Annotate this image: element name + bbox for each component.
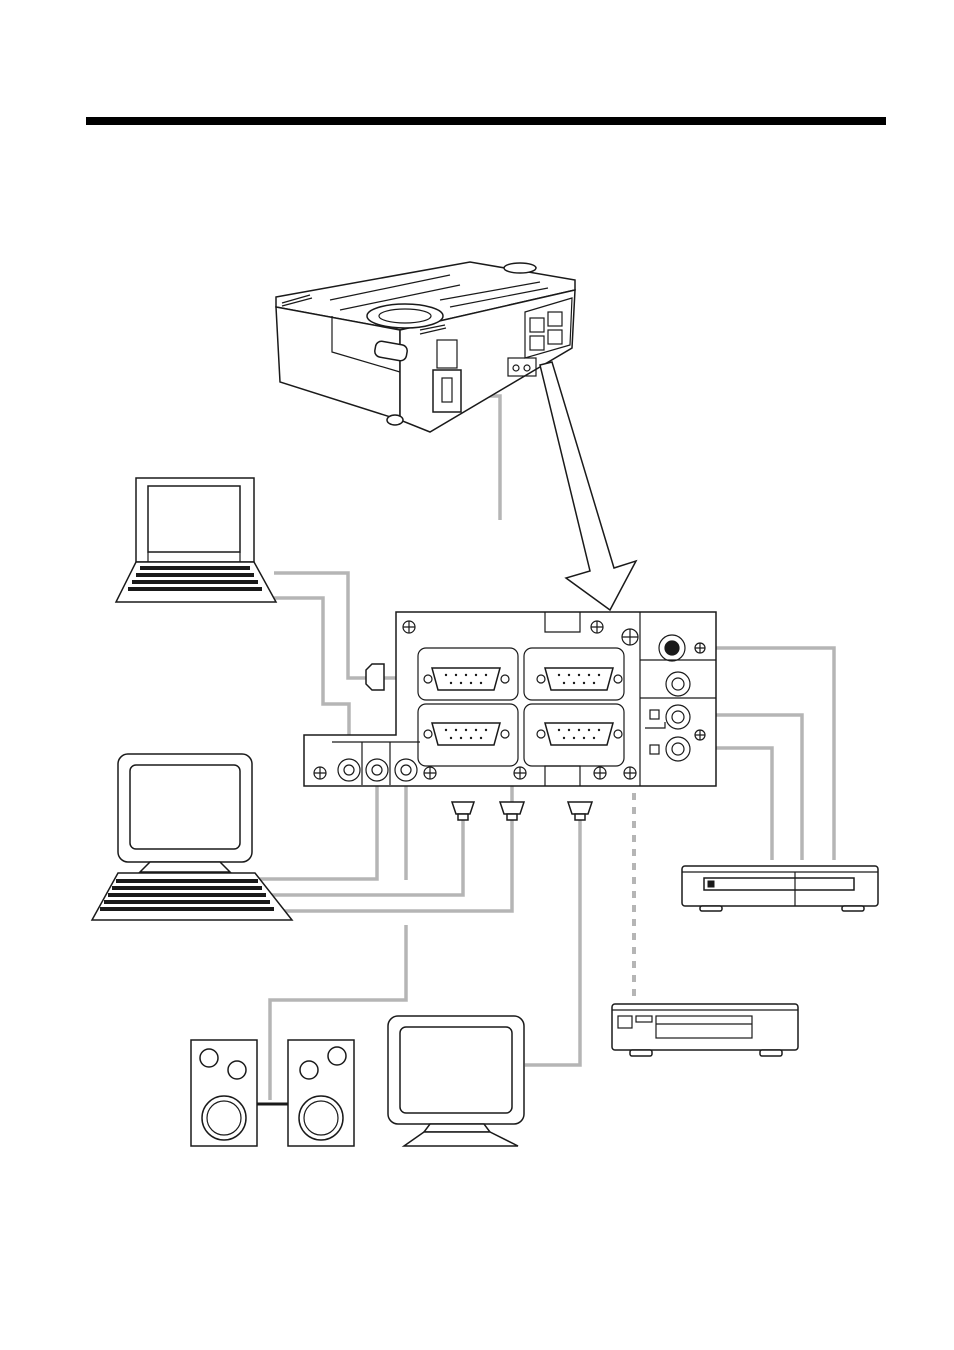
vcr-icon bbox=[682, 866, 878, 911]
desktop-vga-cable bbox=[255, 820, 463, 895]
desktop-computer-icon bbox=[92, 754, 292, 920]
vcr-s-video-cable bbox=[706, 648, 834, 860]
zoom-arrow-icon bbox=[540, 362, 636, 610]
header-rule bbox=[86, 117, 886, 125]
video-player-icon bbox=[612, 1004, 798, 1056]
speaker-icon bbox=[288, 1040, 354, 1146]
monitor-cable bbox=[525, 820, 580, 1065]
projector-icon bbox=[276, 262, 575, 432]
connector-panel-icon bbox=[304, 612, 716, 786]
laptop-icon bbox=[116, 478, 276, 602]
desktop-audio-cable bbox=[255, 785, 377, 879]
monitor-icon bbox=[388, 1016, 524, 1146]
laptop-audio-cable bbox=[274, 598, 349, 758]
speaker-icon bbox=[191, 1040, 257, 1146]
